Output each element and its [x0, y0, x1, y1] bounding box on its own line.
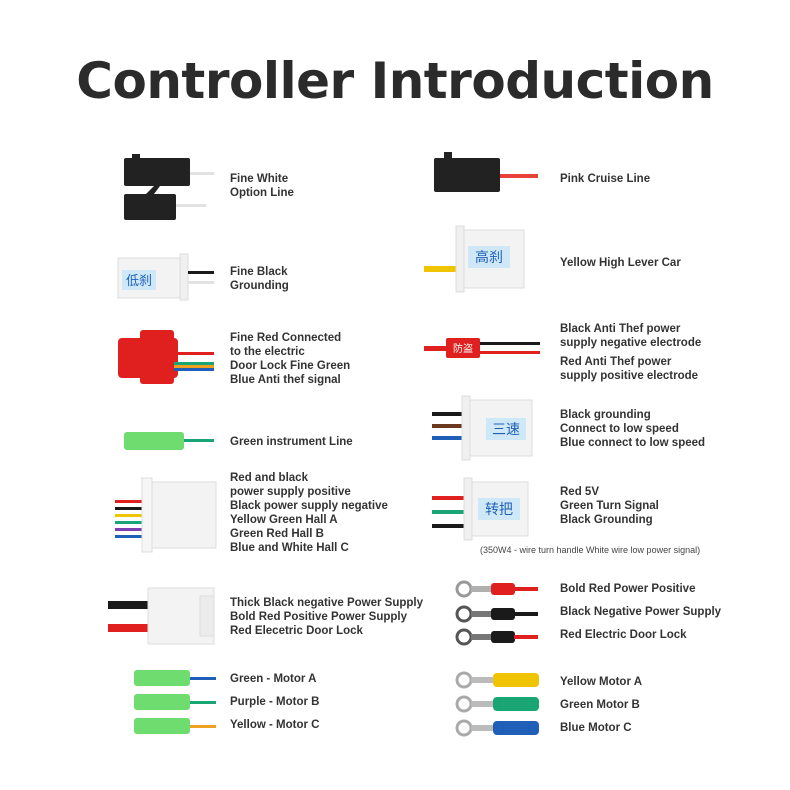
label-white-option: Fine White Option Line	[230, 173, 294, 199]
label-bold-red: Bold Red Power Positive	[560, 583, 696, 595]
label-speed: Black grounding Connect to low speed Blu…	[560, 409, 706, 449]
tag-low-brake: 低刹	[126, 273, 152, 288]
label-motor-b: Purple - Motor B	[230, 696, 320, 708]
tag-three-speed: 三速	[492, 421, 520, 437]
tag-anti-theft: 防盗	[453, 342, 473, 355]
label-black-negative: Black Negative Power Supply	[560, 606, 722, 618]
label-throttle: Red 5V Green Turn Signal Black Grounding	[560, 486, 659, 526]
tag-throttle: 转把	[485, 501, 513, 517]
label-black-grounding: Fine Black Grounding	[230, 266, 289, 292]
label-power: Thick Black negative Power Supply Bold R…	[230, 597, 424, 637]
power-ring-terminals	[455, 580, 538, 646]
page-title: Controller Introduction	[76, 52, 714, 110]
label-door-lock: Fine Red Connected to the electric Door …	[230, 332, 351, 386]
label-blue-motor: Blue Motor C	[560, 722, 632, 734]
label-hall: Red and black power supply positive Blac…	[230, 472, 388, 554]
power-connector	[108, 587, 215, 645]
label-anti-theft-positive: Red Anti Thef power supply positive elec…	[560, 356, 699, 382]
label-instrument: Green instrument Line	[230, 436, 353, 448]
label-high-lever: Yellow High Lever Car	[560, 257, 681, 269]
hall-sensor-connector	[115, 477, 217, 553]
white-option-connector	[124, 154, 214, 220]
label-red-door-lock: Red Electric Door Lock	[560, 629, 687, 641]
motor-ring-terminals	[455, 671, 539, 737]
motor-tubes	[134, 670, 216, 734]
door-lock-connector	[118, 330, 214, 384]
label-motor-a: Green - Motor A	[230, 673, 317, 685]
label-cruise: Pink Cruise Line	[560, 173, 651, 185]
throttle-note: (350W4 - wire turn handle White wire low…	[480, 545, 701, 555]
cruise-connector	[434, 152, 538, 192]
anti-theft-connector	[424, 338, 540, 358]
label-motor-c: Yellow - Motor C	[230, 719, 320, 731]
label-anti-theft-negative: Black Anti Thef power supply negative el…	[560, 323, 702, 349]
label-green-motor: Green Motor B	[560, 699, 640, 711]
tag-high-brake: 高刹	[475, 249, 503, 265]
instrument-tube	[124, 432, 214, 450]
label-yellow-motor: Yellow Motor A	[560, 676, 642, 688]
